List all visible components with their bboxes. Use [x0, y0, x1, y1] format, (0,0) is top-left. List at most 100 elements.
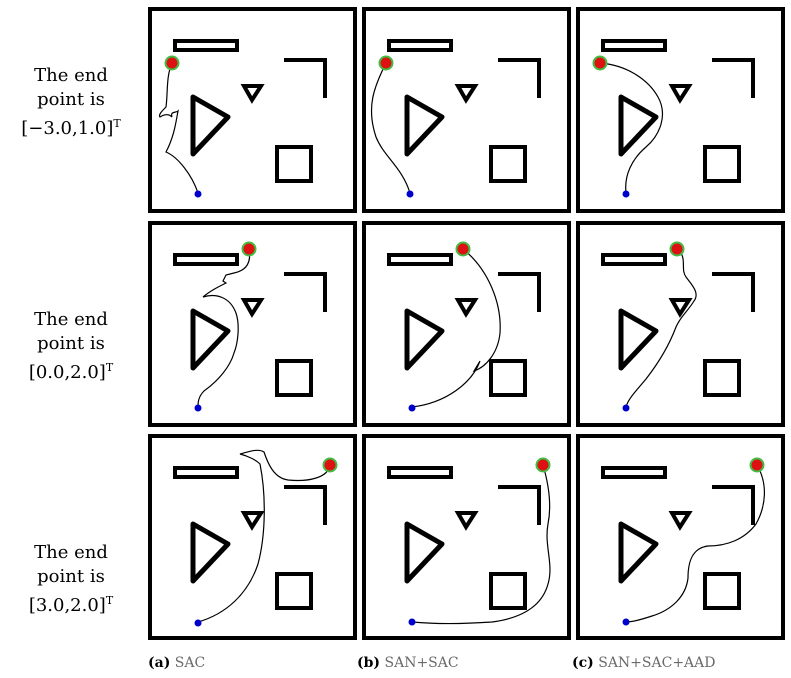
end-point-marker	[669, 241, 685, 257]
bar-obstacle	[601, 466, 667, 479]
panel-border	[576, 221, 785, 427]
large-triangle-obstacle	[404, 94, 445, 157]
bar-obstacle	[387, 253, 453, 266]
bar-obstacle	[387, 39, 453, 52]
small-triangle-obstacle	[454, 298, 479, 318]
bar-obstacle	[173, 253, 239, 266]
large-triangle-obstacle	[190, 308, 231, 371]
transpose-superscript: T	[105, 594, 114, 607]
square-obstacle	[703, 145, 741, 183]
end-point-marker	[322, 457, 338, 473]
start-point-marker	[194, 404, 202, 412]
large-triangle-obstacle	[190, 94, 231, 157]
panel-border	[362, 221, 571, 427]
bar-obstacle	[173, 466, 239, 479]
start-point-marker	[194, 619, 202, 627]
trajectory-path	[158, 62, 199, 194]
panel-san-sac-row1	[362, 7, 571, 213]
small-triangle-obstacle	[240, 84, 265, 104]
trajectory-path	[370, 62, 411, 194]
large-triangle-obstacle	[404, 521, 445, 584]
panel-sac-row2	[148, 221, 357, 427]
corner-obstacle	[712, 58, 755, 98]
large-triangle-obstacle	[618, 94, 659, 157]
square-obstacle	[275, 359, 313, 397]
large-triangle-obstacle	[618, 521, 659, 584]
caption-b: (b) SAN+SAC	[357, 655, 459, 671]
square-obstacle	[703, 359, 741, 397]
corner-obstacle	[498, 485, 541, 525]
trajectory-path	[625, 248, 697, 408]
square-obstacle	[275, 572, 313, 610]
start-point-marker	[406, 190, 414, 198]
caption-c: (c) SAN+SAC+AAD	[572, 655, 716, 671]
end-point-marker	[241, 241, 257, 257]
caption-name: SAN+SAC+AAD	[598, 655, 716, 671]
caption-name: SAN+SAC	[384, 655, 459, 671]
trajectory-path	[599, 62, 663, 194]
panel-border	[576, 7, 785, 213]
row-label-line2: point is	[37, 566, 105, 587]
trajectory-path	[411, 248, 501, 408]
panel-sac-row3	[148, 434, 357, 640]
start-point-marker	[622, 190, 630, 198]
small-triangle-obstacle	[454, 84, 479, 104]
panel-san-sac-aad-row3	[576, 434, 785, 640]
square-obstacle	[489, 572, 527, 610]
start-point-marker	[408, 404, 416, 412]
start-point-marker	[622, 618, 630, 626]
panel-san-sac-row3	[362, 434, 571, 640]
row-label-line1: The end	[34, 542, 108, 563]
panel-san-sac-row2	[362, 221, 571, 427]
transpose-superscript: T	[105, 361, 114, 374]
row-label-coords: [−3.0,1.0]	[21, 118, 114, 139]
row-label-line2: point is	[37, 333, 105, 354]
square-obstacle	[489, 145, 527, 183]
end-point-marker	[378, 55, 394, 71]
start-point-marker	[194, 190, 202, 198]
trajectory-path	[411, 464, 551, 625]
small-triangle-obstacle	[240, 298, 265, 318]
small-triangle-obstacle	[240, 511, 265, 531]
row-label-line1: The end	[34, 65, 108, 86]
panel-san-sac-aad-row1	[576, 7, 785, 213]
corner-obstacle	[284, 58, 327, 98]
small-triangle-obstacle	[668, 298, 693, 318]
end-point-marker	[749, 457, 765, 473]
square-obstacle	[275, 145, 313, 183]
trajectory-path	[625, 464, 766, 623]
corner-obstacle	[712, 272, 755, 312]
large-triangle-obstacle	[618, 308, 659, 371]
corner-obstacle	[284, 272, 327, 312]
row-label-2: The end point is [0.0,2.0]T	[0, 308, 142, 385]
end-point-marker	[455, 241, 471, 257]
corner-obstacle	[712, 485, 755, 525]
corner-obstacle	[498, 272, 541, 312]
panel-san-sac-aad-row2	[576, 221, 785, 427]
row-label-line1: The end	[34, 309, 108, 330]
small-triangle-obstacle	[668, 84, 693, 104]
large-triangle-obstacle	[190, 521, 231, 584]
bar-obstacle	[601, 39, 667, 52]
trajectory-path	[197, 449, 331, 623]
end-point-marker	[164, 55, 180, 71]
corner-obstacle	[284, 485, 327, 525]
row-label-coords: [0.0,2.0]	[28, 362, 106, 383]
start-point-marker	[408, 618, 416, 626]
caption-a: (a) SAC	[148, 655, 205, 671]
caption-letter: (c)	[572, 655, 594, 671]
caption-letter: (b)	[357, 655, 381, 671]
panel-sac-row1	[148, 7, 357, 213]
row-label-line2: point is	[37, 89, 105, 110]
bar-obstacle	[387, 466, 453, 479]
bar-obstacle	[173, 39, 239, 52]
bar-obstacle	[601, 253, 667, 266]
start-point-marker	[622, 404, 630, 412]
caption-letter: (a)	[148, 655, 171, 671]
small-triangle-obstacle	[454, 511, 479, 531]
row-label-coords: [3.0,2.0]	[28, 595, 106, 616]
trajectory-path	[197, 248, 251, 408]
square-obstacle	[703, 572, 741, 610]
row-label-3: The end point is [3.0,2.0]T	[0, 541, 142, 618]
row-label-1: The end point is [−3.0,1.0]T	[0, 64, 142, 141]
